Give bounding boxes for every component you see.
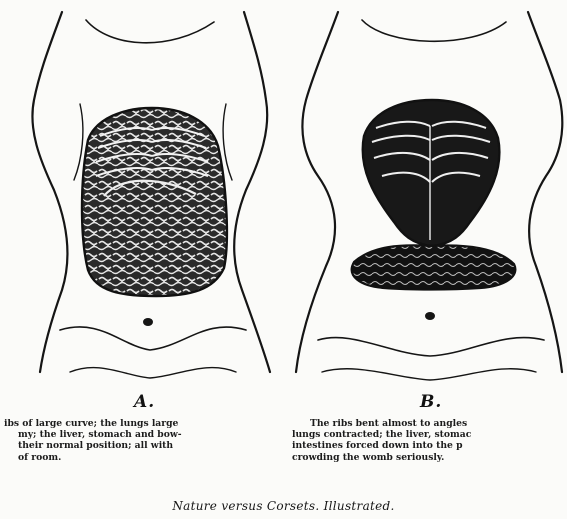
figure-b-caption: The ribs bent almost to angles lungs con…	[292, 418, 564, 463]
caption-line: lungs contracted; the liver, stomac	[292, 429, 564, 440]
caption-line: The ribs bent almost to angles	[292, 418, 564, 429]
caption-line: my; the liver, stomach and bow-	[4, 429, 274, 440]
caption-line: ibs of large curve; the lungs large	[4, 418, 274, 429]
figure-b-organs	[352, 100, 516, 320]
figure-a-caption: ibs of large curve; the lungs large my; …	[4, 418, 274, 463]
figure-b-label: B.	[420, 393, 442, 411]
caption-line: crowding the womb seriously.	[292, 452, 564, 463]
figure-a-label: A.	[134, 393, 155, 411]
caption-line: of room.	[4, 452, 274, 463]
figure-a-organs	[82, 108, 227, 326]
caption-line: their normal position; all with	[4, 440, 274, 451]
caption-line: intestines forced down into the p	[292, 440, 564, 451]
anatomy-illustration	[0, 0, 567, 390]
illustration-title: Nature versus Corsets. Illustrated.	[0, 499, 567, 513]
